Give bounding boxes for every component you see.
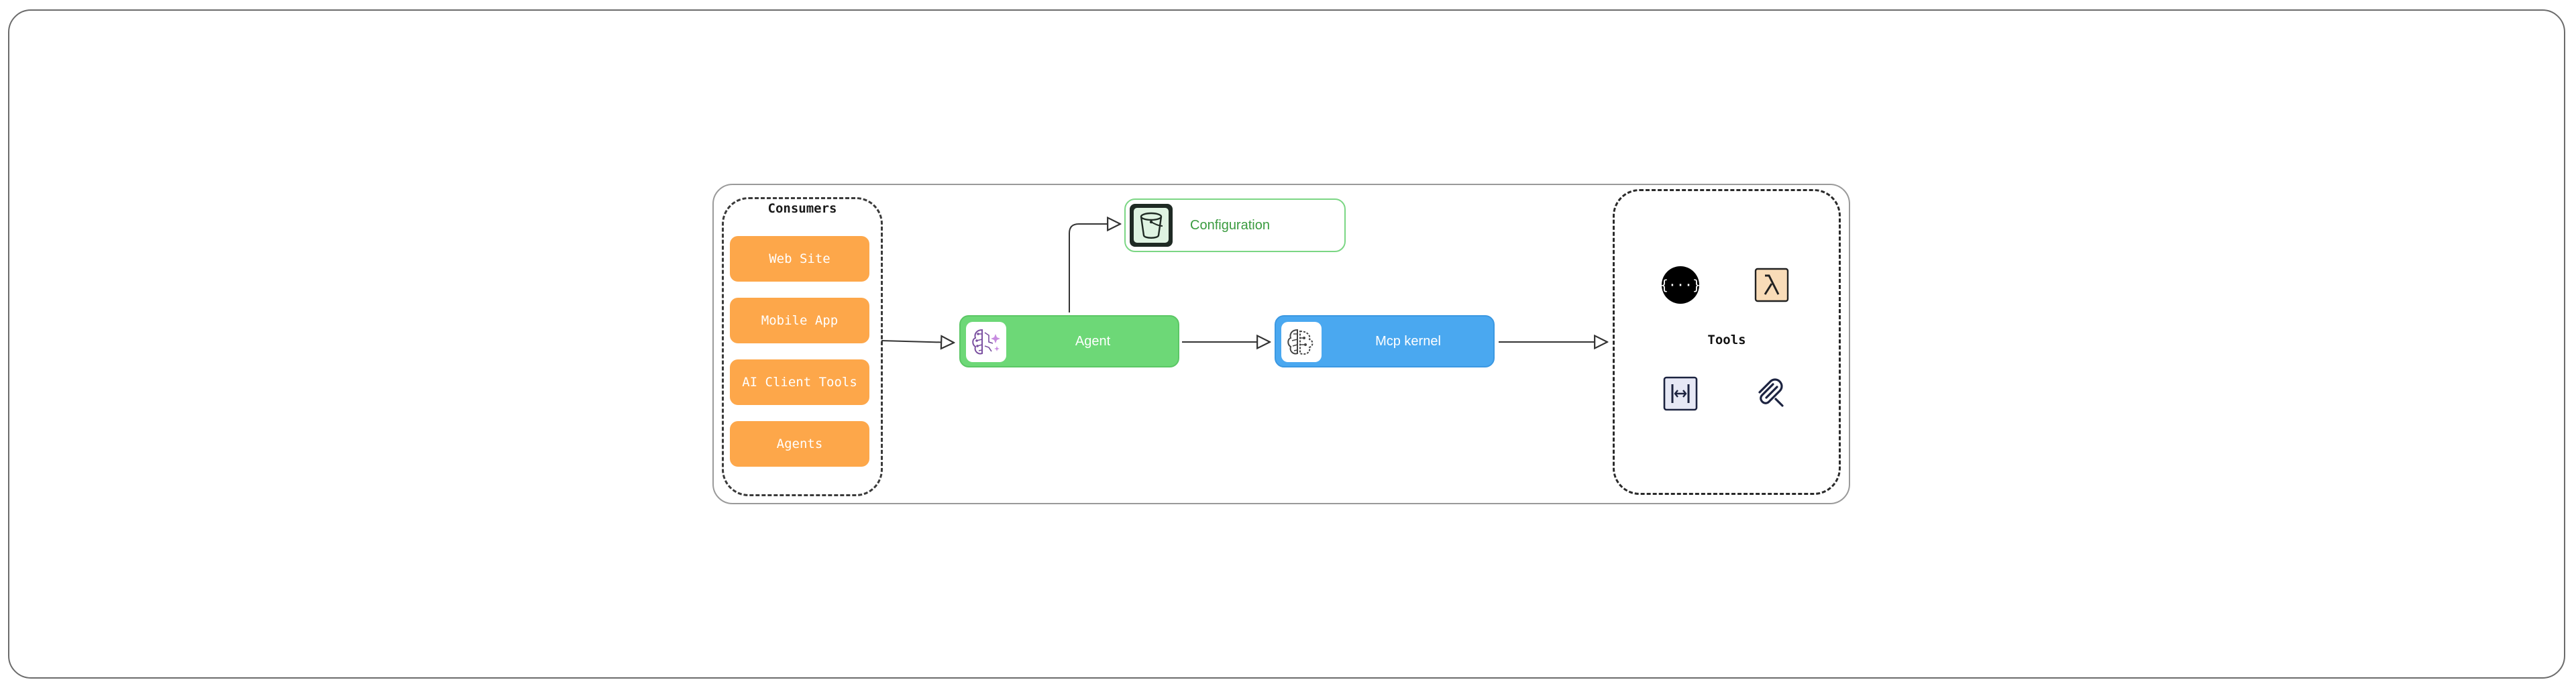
tools-group — [1613, 189, 1841, 495]
agent-label: Agent — [1075, 333, 1111, 349]
consumer-mobile-app[interactable]: Mobile App — [730, 298, 869, 343]
consumers-title: Consumers — [767, 201, 837, 216]
arrow-agent-to-configuration — [1069, 224, 1120, 312]
api-gateway-icon[interactable]: {···} — [1661, 266, 1700, 304]
brain-circuit-icon — [1281, 322, 1322, 362]
lambda-icon[interactable] — [1752, 266, 1791, 304]
system-boundary — [712, 184, 1850, 504]
mcp-kernel-label: Mcp kernel — [1375, 333, 1441, 349]
consumer-ai-client-tools[interactable]: AI Client Tools — [730, 359, 869, 405]
bucket-icon — [1130, 204, 1173, 247]
quicksight-icon[interactable] — [1752, 374, 1791, 413]
arrow-consumers-to-agent — [881, 341, 954, 343]
configuration-node[interactable]: Configuration — [1124, 198, 1346, 252]
mcp-kernel-node[interactable]: Mcp kernel — [1275, 315, 1495, 367]
consumers-group — [722, 197, 883, 496]
brain-sparkle-icon — [966, 322, 1006, 362]
step-functions-icon[interactable] — [1661, 374, 1700, 413]
svg-text:{···}: {···} — [1661, 277, 1700, 293]
agent-node[interactable]: Agent — [959, 315, 1179, 367]
consumer-web-site[interactable]: Web Site — [730, 236, 869, 282]
tools-title: Tools — [1707, 333, 1746, 347]
consumer-agents[interactable]: Agents — [730, 421, 869, 467]
configuration-label: Configuration — [1190, 217, 1270, 233]
